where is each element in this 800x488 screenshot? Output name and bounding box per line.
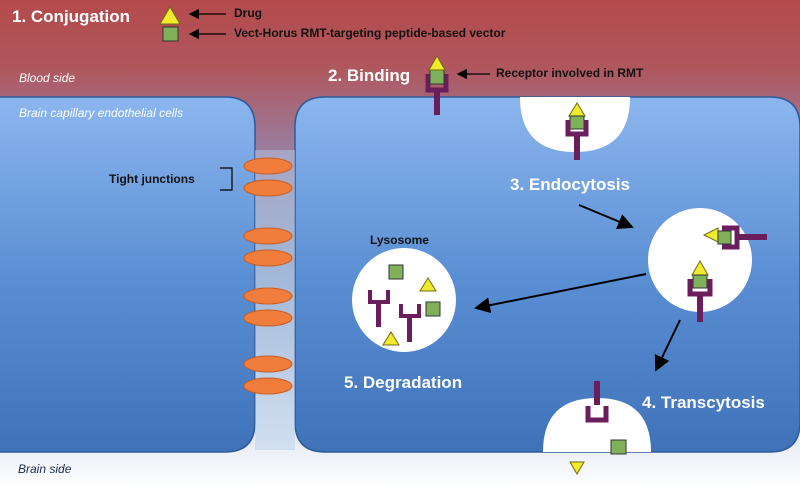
endocytosis-cargo [565, 102, 589, 160]
endothelial-cells-label: Brain capillary endothelial cells [19, 106, 184, 120]
tight-junction [243, 179, 293, 197]
released-drug [569, 461, 585, 475]
receptor-label: Receptor involved in RMT [496, 66, 644, 80]
step-endocytosis-label: 3. Endocytosis [510, 175, 630, 194]
drug-legend-icon [159, 6, 181, 25]
tight-junction [243, 355, 293, 373]
step-degradation-label: 5. Degradation [344, 373, 463, 392]
brain-side-label: Brain side [18, 462, 72, 476]
arrow-vesicle-to-lysosome [474, 273, 647, 314]
transcytosis-receptor [585, 381, 609, 423]
binding-receptor-complex [425, 54, 449, 115]
right-endothelial-cell [294, 96, 800, 453]
tight-junctions-label: Tight junctions [109, 172, 195, 186]
tight-junction [243, 287, 293, 305]
transcytosis-vesicle [543, 398, 651, 452]
blood-side-label: Blood side [19, 71, 76, 85]
vector-legend-icon [162, 26, 179, 42]
vesicle-cargo-vertical [687, 259, 713, 322]
drug-legend-label: Drug [234, 6, 262, 20]
left-endothelial-cell [0, 96, 256, 453]
tight-junction-bracket [220, 167, 233, 191]
tight-junction-group [243, 157, 293, 395]
lysosome-contents [368, 264, 441, 346]
vector-legend-label: Vect-Horus RMT-targeting peptide-based v… [234, 26, 506, 40]
released-vector [610, 439, 627, 455]
arrow-vesicle-to-transcytosis [654, 319, 681, 372]
tight-junction [243, 309, 293, 327]
step-transcytosis-label: 4. Transcytosis [642, 393, 765, 412]
tight-junction [243, 249, 293, 267]
arrow-endocytosis-to-vesicle [578, 204, 634, 230]
tight-junction [243, 227, 293, 245]
lysosome [352, 248, 456, 352]
tight-junction [243, 157, 293, 175]
vesicle-cargo-horizontal [702, 225, 767, 250]
tight-junction [243, 377, 293, 395]
step-binding-label: 2. Binding [328, 66, 411, 85]
step-conjugation-title: 1. Conjugation [12, 7, 131, 26]
lysosome-label: Lysosome [370, 233, 429, 247]
